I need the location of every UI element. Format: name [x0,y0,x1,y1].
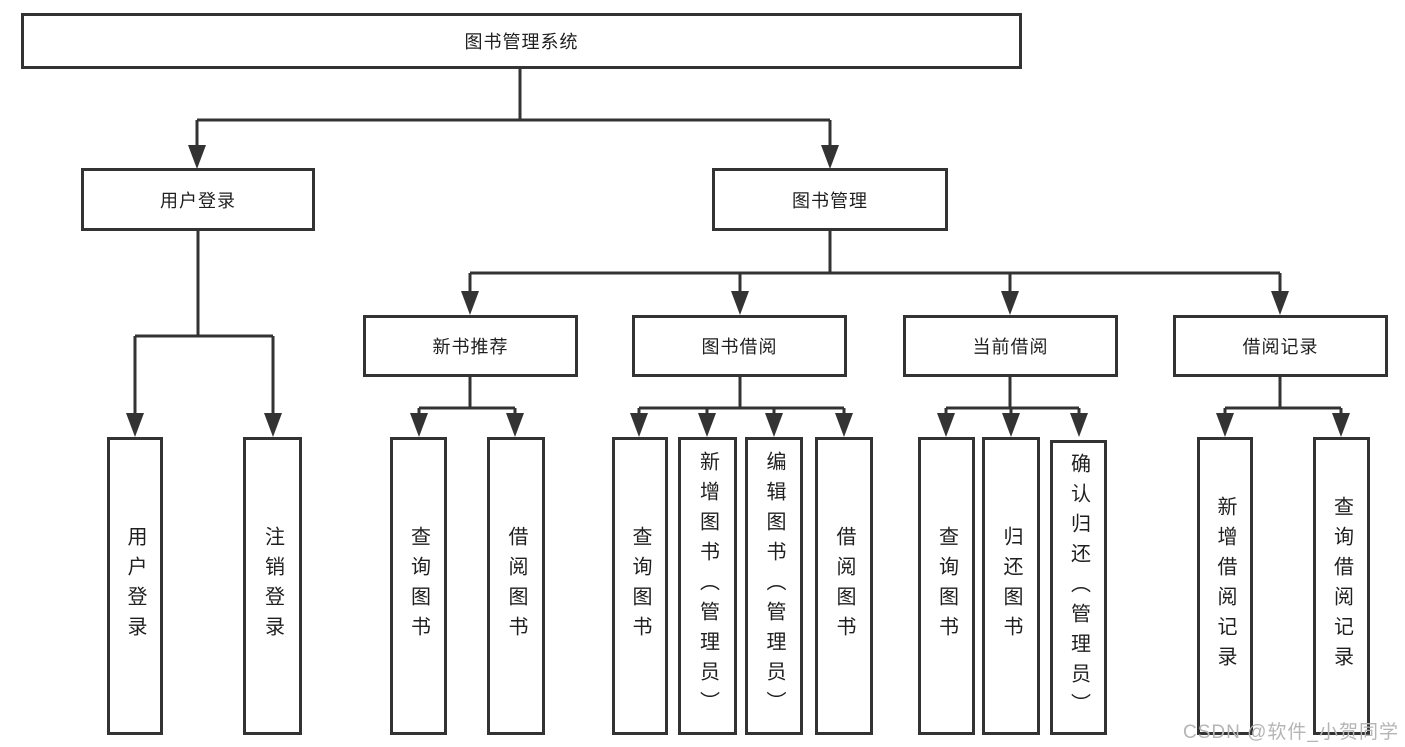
node-user-login-group: 用户登录 [81,168,315,231]
node-label: 用户登录 [124,526,146,646]
node-root: 图书管理系统 [21,13,1022,69]
arrowhead-icon [1002,413,1020,437]
arrowhead-icon [1001,291,1019,315]
node-label: 确认归还（管理员） [1067,452,1090,723]
node-label: 归还图书 [1000,526,1022,646]
arrowhead-icon [698,413,716,437]
arrowhead-icon [765,413,783,437]
leaf-query-books-current: 查询图书 [918,437,975,735]
leaf-query-books-borrow: 查询图书 [612,437,668,735]
arrowhead-icon [821,145,839,169]
node-label: 用户登录 [160,190,236,211]
connector-book-borrowing [630,377,853,437]
node-book-management: 图书管理 [712,168,948,231]
leaf-edit-book-admin: 编辑图书（管理员） [745,437,803,735]
node-label: 新书推荐 [432,337,509,357]
node-label: 新增借阅记录 [1214,496,1236,676]
node-book-borrowing: 图书借阅 [632,315,847,377]
node-label: 图书借阅 [701,337,778,357]
node-label: 借阅记录 [1242,337,1319,357]
arrowhead-icon [731,291,749,315]
node-label: 当前借阅 [972,337,1049,357]
leaf-confirm-return-admin: 确认归还（管理员） [1050,440,1107,735]
node-label: 查询图书 [935,526,958,646]
arrowhead-icon [264,413,282,437]
node-label: 查询图书 [629,526,651,646]
connector-root-to-level2 [188,69,839,169]
node-new-book-recommend: 新书推荐 [363,315,578,377]
node-label: 图书管理 [792,190,868,211]
arrowhead-icon [506,413,524,437]
node-label: 查询图书 [407,526,430,646]
leaf-borrow-books-recommend: 借阅图书 [487,437,545,735]
connector-user-login-group [126,231,282,437]
connector-new-book-recommend [410,377,524,437]
arrowhead-icon [1216,413,1234,437]
leaf-user-login: 用户登录 [107,437,163,735]
arrowhead-icon [1271,291,1289,315]
arrowhead-icon [1332,413,1350,437]
leaf-query-borrow-record: 查询借阅记录 [1313,437,1370,735]
arrowhead-icon [126,413,144,437]
node-label: 借阅图书 [833,526,855,646]
watermark: CSDN @软件_小贺同学 [1183,722,1399,743]
node-label: 编辑图书（管理员） [763,451,785,721]
node-borrowing-records: 借阅记录 [1173,315,1388,377]
arrowhead-icon [630,413,648,437]
leaf-query-books-recommend: 查询图书 [390,437,447,735]
arrowhead-icon [410,413,428,437]
leaf-borrow-books: 借阅图书 [815,437,873,735]
leaf-add-book-admin: 新增图书（管理员） [678,437,737,735]
node-label: 注销登录 [261,526,284,646]
arrowhead-icon [835,413,853,437]
node-current-borrowing: 当前借阅 [903,315,1118,377]
leaf-logout: 注销登录 [243,437,302,735]
connector-current-borrowing [937,377,1088,437]
leaf-add-borrow-record: 新增借阅记录 [1197,437,1253,735]
arrowhead-icon [461,291,479,315]
connector-borrowing-records [1216,377,1350,437]
node-label: 借阅图书 [505,526,527,646]
arrowhead-icon [1070,413,1088,437]
node-label: 新增图书（管理员） [696,451,719,721]
node-label: 查询借阅记录 [1330,496,1353,676]
arrowhead-icon [937,413,955,437]
leaf-return-book: 归还图书 [982,437,1040,735]
connector-book-management [461,231,1289,315]
node-label: 图书管理系统 [464,32,579,52]
arrowhead-icon [188,145,206,169]
